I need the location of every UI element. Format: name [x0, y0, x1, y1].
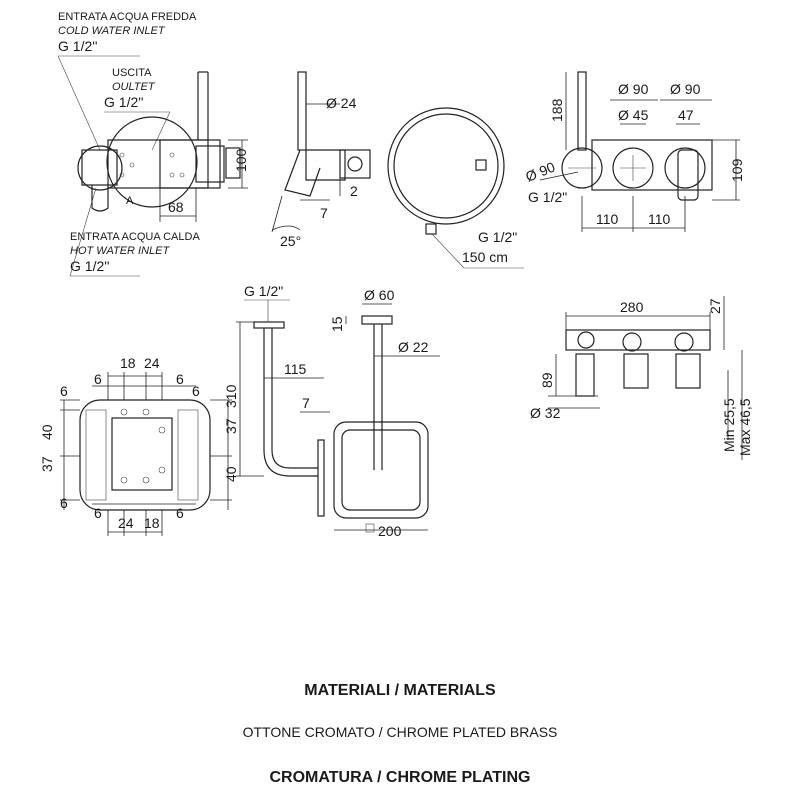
dim-37-right: 37 [223, 418, 239, 434]
hot-inlet-label-en: HOT WATER INLET [70, 245, 170, 257]
concealed-body-side-view: 280 27 89 Ø 32 Min 25,5 Max 46,5 [530, 296, 753, 460]
dim-7-arm: 7 [302, 395, 310, 411]
dim-115: 115 [284, 361, 307, 377]
dim-dia-24: Ø 24 [326, 95, 357, 111]
dim-dia-22: Ø 22 [398, 339, 429, 355]
dim-2: 2 [350, 183, 358, 199]
plating-title: CROMATURA / CHROME PLATING [269, 769, 531, 786]
hose-length: 150 cm [462, 249, 508, 265]
dim-24-bottom: 24 [118, 515, 134, 531]
outlet-label-it: USCITA [112, 67, 152, 79]
dim-68: 68 [168, 199, 184, 215]
shower-hose: G 1/2" 150 cm [387, 107, 524, 269]
dim-dia-90-b: Ø 90 [670, 81, 701, 97]
dim-7-hand: 7 [320, 205, 328, 221]
dim-110-b: 110 [648, 211, 671, 227]
hot-inlet-thread: G 1/2'' [70, 258, 110, 274]
dim-100: 100 [233, 148, 249, 172]
outlet-label-en: OULTET [112, 81, 156, 93]
arm-thread: G 1/2" [244, 283, 283, 299]
technical-drawing: ENTRATA ACQUA FREDDA COLD WATER INLET G … [39, 11, 753, 539]
dim-280: 280 [620, 299, 644, 315]
dim-max: Max 46,5 [737, 398, 753, 456]
dim-6-top-left: 6 [94, 371, 102, 387]
dim-dia-45: Ø 45 [618, 107, 649, 123]
materials-value: OTTONE CROMATO / CHROME PLATED BRASS [242, 724, 558, 740]
dim-25-deg: 25° [280, 233, 301, 249]
dim-40-left: 40 [39, 424, 55, 440]
cold-inlet-thread: G 1/2'' [58, 38, 98, 54]
dim-dia-90-c: Ø 90 [523, 158, 557, 184]
dim-40-right: 40 [223, 466, 239, 482]
dim-dia-60: Ø 60 [364, 287, 395, 303]
cold-inlet-label-it: ENTRATA ACQUA FREDDA [58, 11, 197, 23]
front-thread: G 1/2" [528, 189, 567, 205]
dim-310: 310 [223, 384, 239, 408]
dim-188: 188 [549, 98, 565, 122]
shower-head-front-view: Ø 60 15 Ø 22 200 [329, 287, 440, 539]
dim-110-a: 110 [596, 211, 619, 227]
dim-dia-32: Ø 32 [530, 405, 561, 421]
front-plate-view: 188 Ø 90 Ø 90 Ø 45 47 Ø 90 G 1/2" 109 11… [523, 71, 745, 232]
dim-6-top-right: 6 [176, 371, 184, 387]
hot-inlet-label-it: ENTRATA ACQUA CALDA [70, 231, 200, 243]
hose-thread: G 1/2" [478, 229, 517, 245]
dim-109: 109 [729, 158, 745, 182]
marker-a: A [126, 195, 134, 207]
outlet-thread: G 1/2'' [104, 94, 144, 110]
materials-title: MATERIALI / MATERIALS [304, 682, 496, 699]
dim-6-mid-right: 6 [192, 383, 200, 399]
dim-47: 47 [678, 107, 694, 123]
dim-27: 27 [707, 298, 723, 314]
dim-200: 200 [378, 523, 402, 539]
dim-6-bottom-left: 6 [60, 495, 68, 511]
dim-min: Min 25,5 [721, 398, 737, 452]
dim-18-bottom: 18 [144, 515, 160, 531]
dim-37-left: 37 [39, 456, 55, 472]
shower-arm-side-view: G 1/2" 310 115 7 [223, 283, 330, 517]
mixer-body-top-view: ENTRATA ACQUA FREDDA COLD WATER INLET G … [57, 11, 249, 277]
dim-89: 89 [539, 372, 555, 388]
dim-dia-90-a: Ø 90 [618, 81, 649, 97]
mounting-plate-view: 18 24 6 6 6 40 37 6 37 40 6 6 6 24 18 [39, 355, 239, 536]
dim-18-top: 18 [120, 355, 136, 371]
dim-6-bottom-left-2: 6 [94, 505, 102, 521]
hand-shower-side-view: Ø 24 2 7 25° [271, 71, 371, 249]
dim-15: 15 [329, 316, 345, 332]
cold-inlet-label-en: COLD WATER INLET [58, 25, 166, 37]
dim-24-top: 24 [144, 355, 160, 371]
dim-6-bottom-right: 6 [176, 505, 184, 521]
dim-6-mid-left: 6 [60, 383, 68, 399]
